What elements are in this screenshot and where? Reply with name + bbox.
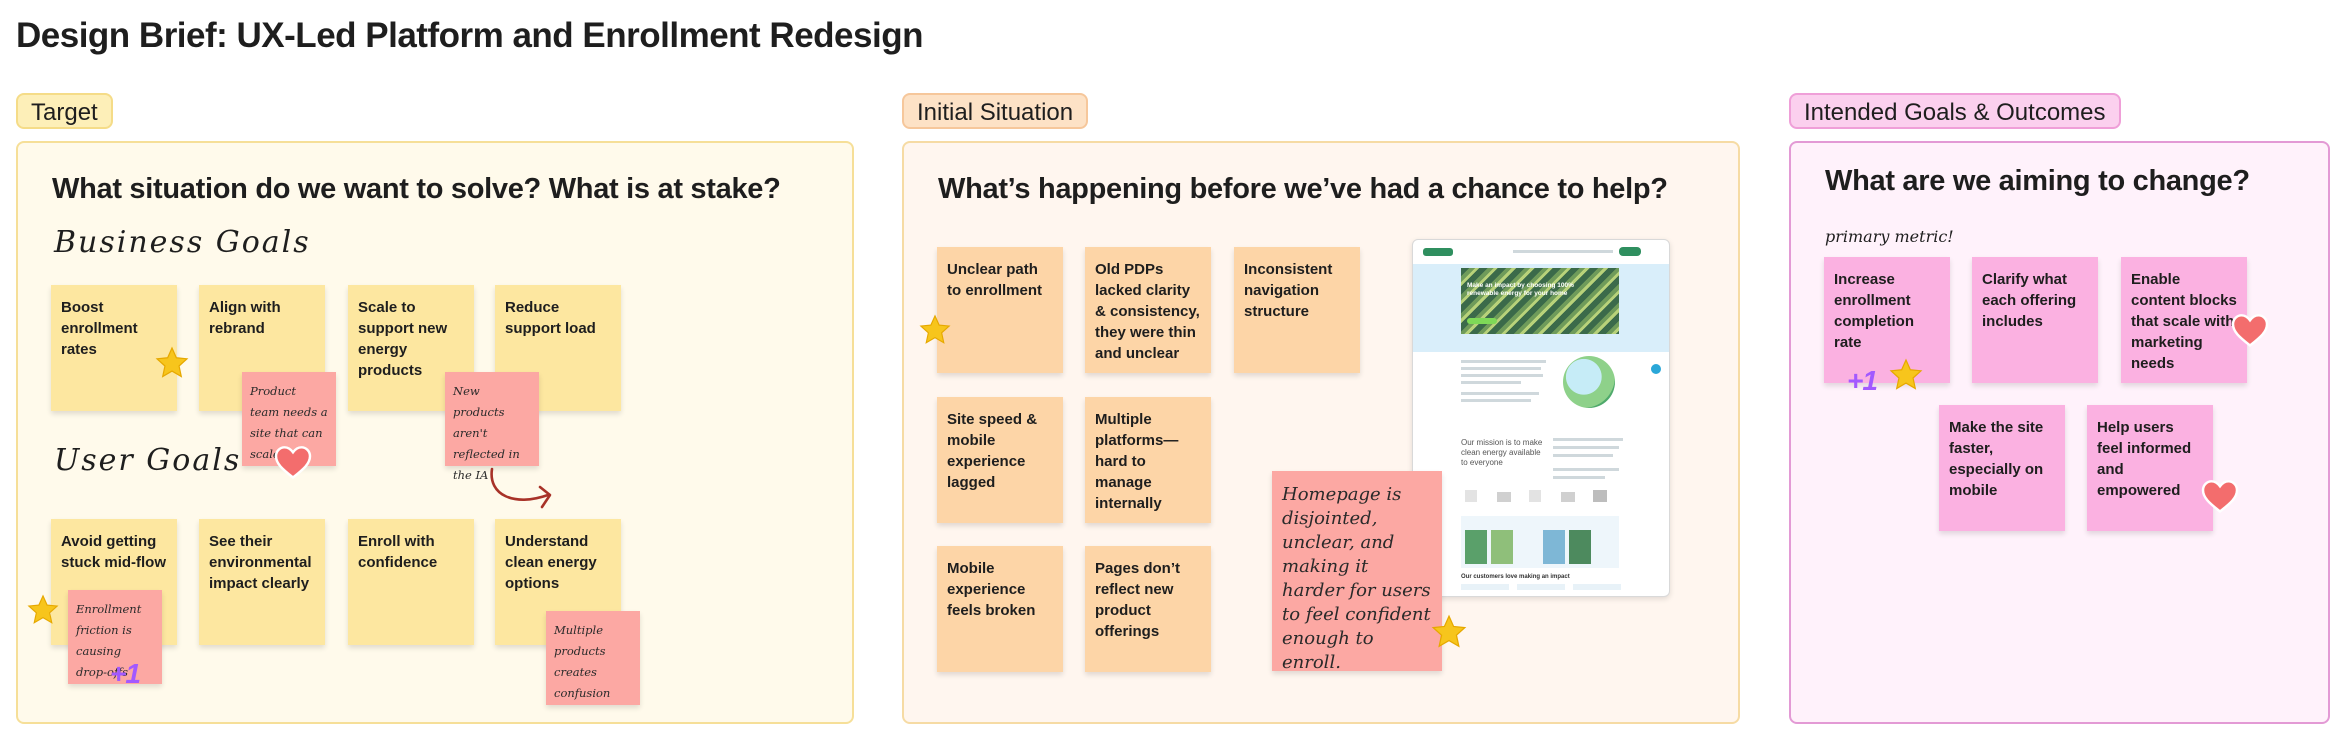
panel-question: What situation do we want to solve? What… (52, 173, 781, 205)
sticky-note[interactable]: Boost enrollment rates (51, 285, 177, 411)
heart-icon (2231, 314, 2269, 347)
star-icon (1431, 614, 1467, 648)
sticky-note[interactable]: Old PDPs lacked clarity & consistency, t… (1085, 247, 1211, 373)
sticky-note[interactable]: Clarify what each offering includes (1972, 257, 2098, 383)
sticky-note[interactable]: Multiple platforms—hard to manage intern… (1085, 397, 1211, 523)
panel-question: What’s happening before we’ve had a chan… (938, 173, 1668, 205)
sticky-note[interactable]: Inconsistent navigation structure (1234, 247, 1360, 373)
hero-image: Make an impact by choosing 100% renewabl… (1461, 268, 1619, 334)
sticky-note[interactable]: See their environmental impact clearly (199, 519, 325, 645)
user-goals-heading: User Goals (54, 443, 242, 478)
curved-arrow-icon (490, 467, 552, 509)
globe-illustration (1563, 356, 1615, 408)
comment-note[interactable]: Homepage is disjointed, unclear, and mak… (1272, 471, 1442, 673)
sticky-note[interactable]: Pages don’t reflect new product offering… (1085, 546, 1211, 672)
sticky-note[interactable]: Mobile experience feels broken (937, 546, 1063, 672)
heart-icon (2201, 480, 2239, 513)
page-title: Design Brief: UX-Led Platform and Enroll… (16, 16, 923, 55)
logo (1423, 248, 1453, 256)
comment-note[interactable]: Enrollment friction is causing drop-offs (68, 590, 162, 684)
panel-question: What are we aiming to change? (1825, 165, 2250, 197)
screenshot-nav (1413, 240, 1669, 265)
sticky-note[interactable]: Unclear path to enrollment (937, 247, 1063, 373)
chat-bubble-icon (1651, 364, 1661, 374)
mission-text: Our mission is to make clean energy avai… (1461, 438, 1543, 467)
star-icon (919, 314, 951, 344)
sticky-note[interactable]: Enroll with confidence (348, 519, 474, 645)
business-goals-heading: Business Goals (54, 225, 311, 260)
star-icon (1889, 358, 1923, 390)
section-label-target[interactable]: Target (16, 93, 113, 129)
comment-note[interactable]: Multiple products creates confusion (546, 611, 640, 705)
section-label-initial[interactable]: Initial Situation (902, 93, 1089, 129)
hero-band: Make an impact by choosing 100% renewabl… (1413, 264, 1669, 352)
comment-note[interactable]: New products aren't reflected in the IA (445, 372, 539, 482)
star-icon (155, 346, 189, 378)
sticky-note[interactable]: Scale to support new energy products (348, 285, 474, 411)
section-label-goals[interactable]: Intended Goals & Outcomes (1789, 93, 2121, 129)
panel-goals[interactable]: What are we aiming to change? primary me… (1789, 141, 2330, 724)
screenshot-footer-text: Our customers love making an impact (1461, 574, 1570, 580)
nav-cta-button (1619, 247, 1641, 256)
plus-one-vote[interactable]: +1 (1847, 365, 1878, 396)
sticky-note[interactable]: Increase enrollment completion rate (1824, 257, 1950, 383)
plus-one-vote[interactable]: +1 (110, 658, 141, 689)
panel-initial[interactable]: What’s happening before we’ve had a chan… (902, 141, 1740, 724)
sticky-note[interactable]: Make the site faster, especially on mobi… (1939, 405, 2065, 531)
sticky-note[interactable]: Help users feel informed and empowered (2087, 405, 2213, 531)
hero-text: Make an impact by choosing 100% renewabl… (1467, 282, 1574, 297)
sticky-note[interactable]: Site speed & mobile experience lagged (937, 397, 1063, 523)
homepage-screenshot[interactable]: Make an impact by choosing 100% renewabl… (1412, 239, 1670, 597)
panel-target[interactable]: What situation do we want to solve? What… (16, 141, 854, 724)
sticky-note[interactable]: Enable content blocks that scale with ma… (2121, 257, 2247, 383)
primary-metric-label: primary metric! (1825, 227, 1954, 246)
heart-icon (274, 446, 312, 479)
star-icon (27, 594, 59, 624)
